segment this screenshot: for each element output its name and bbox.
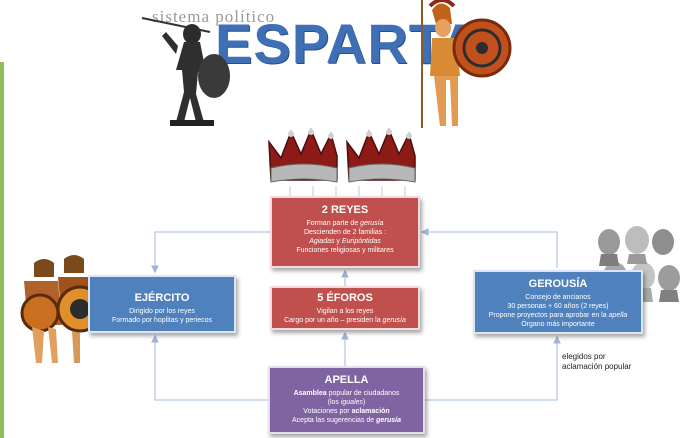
left-accent-bar xyxy=(0,62,4,438)
gerousia-line-2: 30 personas + 60 años (2 reyes) xyxy=(507,303,609,310)
line-gerousia-reyes xyxy=(420,228,558,268)
reyes-line-4: Funciones religiosas y militares xyxy=(296,247,394,254)
note-line-1: elegidos por xyxy=(562,352,606,361)
box-reyes: 2 REYES Forman parte de gerusía Desciend… xyxy=(270,196,420,268)
crown-left-icon xyxy=(268,128,338,183)
warrior-black-image xyxy=(141,17,230,126)
ejercito-line-1: Dirigido por los reyes xyxy=(129,308,195,315)
apella-title: APELLA xyxy=(324,374,369,386)
apella-line-1: Asamblea popular de ciudadanos xyxy=(293,390,400,397)
gerousia-line-3: Propone proyectos para aprobar en la ape… xyxy=(488,312,628,319)
reyes-line-1: Forman parte de gerusía xyxy=(306,220,384,227)
reyes-line-3: Agiadas y Euripóntidas xyxy=(309,238,381,245)
line-apella-gerousia xyxy=(425,335,561,401)
warrior-orange-image xyxy=(421,0,512,128)
reyes-line-2: Descienden de 2 familias : xyxy=(303,229,387,236)
eforos-title: 5 ÉFOROS xyxy=(317,292,373,304)
election-note: elegidos por aclamación popular xyxy=(562,352,652,372)
apella-line-4: Acepta las sugerencias de gerusía xyxy=(292,417,401,424)
ejercito-line-2: Formado por hoplitas y periecos xyxy=(112,317,212,324)
box-gerousia: GEROUSÍA Consejo de ancianos 30 personas… xyxy=(473,270,643,334)
eforos-line-2: Cargo por un año – presiden la gerusía xyxy=(284,317,406,324)
gerousia-line-1: Consejo de ancianos xyxy=(525,294,591,301)
subtitle: sistema político xyxy=(152,7,276,26)
box-eforos: 5 ÉFOROS Vigilan a los reyes Cargo por u… xyxy=(270,286,420,330)
box-ejercito: EJÉRCITO Dirigido por los reyes Formado … xyxy=(88,275,236,333)
reyes-title: 2 REYES xyxy=(321,204,369,216)
eforos-line-1: Vigilan a los reyes xyxy=(316,308,374,315)
gerousia-title: GEROUSÍA xyxy=(528,278,588,290)
crowns-image xyxy=(268,128,416,183)
note-line-2: aclamación popular xyxy=(562,362,632,371)
line-reyes-ejercito xyxy=(151,231,270,274)
soldiers-image xyxy=(20,255,104,363)
gerousia-line-4: Órgano más importante xyxy=(521,321,595,328)
apella-line-2: (los iguales) xyxy=(327,399,366,406)
crown-right-icon xyxy=(346,128,416,183)
ejercito-title: EJÉRCITO xyxy=(134,292,190,304)
box-apella: APELLA Asamblea popular de ciudadanos (l… xyxy=(268,366,425,434)
line-apella-ejercito xyxy=(151,334,268,401)
apella-line-3: Votaciones por aclamación xyxy=(303,408,390,415)
